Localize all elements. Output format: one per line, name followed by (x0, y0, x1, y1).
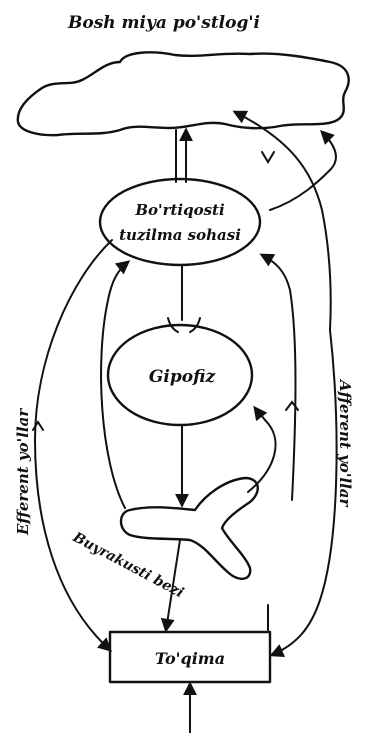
pituitary-label: Gipofiz (149, 367, 216, 387)
cortex-shape (18, 52, 349, 135)
afferent-label: Afferent yo'llar (336, 378, 354, 508)
afferent-to-cortex (270, 132, 336, 210)
tissue-to-hypothalamus (262, 255, 296, 500)
cortex-label: Bosh miya po'stlog'i (67, 13, 260, 33)
hypothalamus-label-2: tuzilma sohasi (119, 226, 241, 244)
afferent-long-right (235, 112, 331, 330)
efferent-path (35, 240, 112, 650)
adrenal-to-hypothalamus (101, 262, 128, 508)
efferent-label: Efferent yo'llar (14, 408, 32, 536)
hypothalamus-shape (100, 179, 260, 265)
afferent-to-tissue (272, 330, 337, 655)
hypothalamus-label-1: Bo'rtiqosti (134, 201, 225, 219)
chevron-mark-1 (262, 152, 274, 162)
tissue-label: To'qima (155, 649, 225, 668)
